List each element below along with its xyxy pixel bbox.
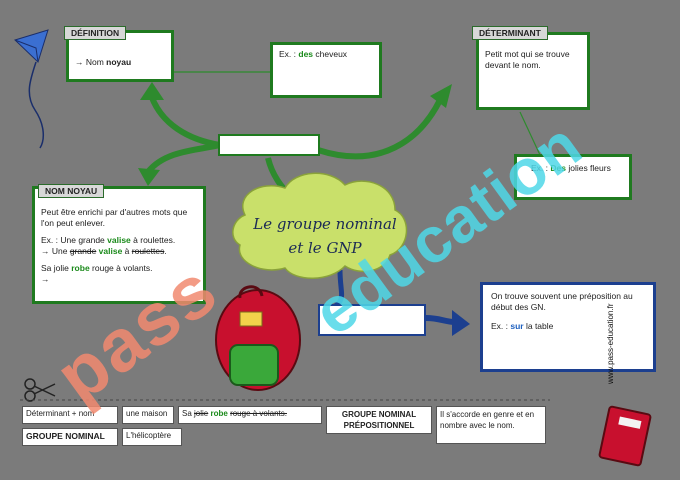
nom-noyau-example2: Sa jolie robe rouge à volants. [41,263,197,274]
paper-plane-icon [14,29,49,149]
example-top-prefix: Ex. : [279,49,299,59]
gnp-box: On trouve souvent une préposition au déb… [480,282,656,372]
nom-noyau-example: Ex. : Une grande valise à roulettes. [41,235,197,246]
scissors-icon [24,378,56,402]
nom-noyau-ex-prefix: Ex. : Une grande [41,235,108,245]
empty-answer-box-center [218,134,320,156]
nom-noyau-strike1: grande [69,246,97,256]
table-c3-strike1: jolie [194,409,209,418]
table-c3-strike2: rouge à volants. [230,409,287,418]
table-cell-une-maison: une maison [122,406,174,424]
example-top-rest: cheveux [313,49,348,59]
line-example-det [519,111,541,156]
nom-noyau-s2-rest: rouge à volants. [89,263,153,273]
table-cell-sa-robe: Sa jolie robe rouge à volants. [178,406,322,424]
nom-noyau-box: Peut être enrichi par d'autres mots que … [32,186,206,304]
example-top-box: Ex. : des cheveux [270,42,382,98]
branch-determinant [317,98,443,160]
center-title: Le groupe nominal et le GNP [240,212,410,260]
gnp-text: On trouve souvent une préposition au déb… [491,291,633,312]
branch-gnp-right [425,315,456,325]
center-title-line1: Le groupe nominal [253,215,397,233]
nom-noyau-ex-rest: à roulettes. [130,235,176,245]
branch-definition [147,91,221,148]
site-url: www.pass-education.fr [606,303,615,384]
table-c3-highlight: robe [210,409,228,418]
table-cell-det-nom: Déterminant + nom [22,406,118,424]
book-icon [598,405,652,467]
arrowhead-gnp [452,310,470,336]
arrowhead-nom-noyau [138,168,160,186]
definition-tag: DÉFINITION [64,26,127,40]
nom-noyau-reduced: → Une grande valise à roulettes. [41,246,197,257]
arrowhead-determinant [430,84,452,108]
gnp-ex-rest: la table [523,321,554,331]
gnp-ex-highlight: sur [510,321,524,331]
backpack-icon [215,285,301,391]
determinant-tag: DÉTERMINANT [472,26,548,40]
table-cell-gnp: GROUPE NOMINAL PRÉPOSITIONNEL [326,406,432,434]
table-cell-helicoptere: L'hélicoptère [122,428,182,446]
nom-noyau-last-arrow: → [41,274,50,284]
nom-noyau-s2-highlight: robe [71,263,90,273]
table-c3-a: Sa [182,409,195,418]
branch-nom-noyau [145,142,221,174]
nom-noyau-text: Peut être enrichi par d'autres mots que … [41,207,188,228]
center-title-line2: et le GNP [288,239,362,257]
nom-noyau-arrow-highlight: valise [98,246,123,256]
nom-noyau-s2-a: Sa jolie [41,263,72,273]
nom-noyau-arrow-b: à [122,246,132,256]
empty-answer-box-gnp [318,304,426,336]
gnp-example: Ex. : sur la table [491,321,645,332]
example-top-highlight: des [298,49,314,59]
table-cell-accord: Il s'accorde en genre et en nombre avec … [436,406,546,444]
definition-arrow: → Nom [75,57,107,67]
gnp-ex-prefix: Ex. : [491,321,511,331]
cloud-shape [232,172,408,279]
example-det-prefix: Ex. : [531,163,551,173]
nom-noyau-arrow-a: → Une [41,246,70,256]
example-det-rest: jolies fleurs [565,163,611,173]
table-cell-groupe-nominal: GROUPE NOMINAL [22,428,118,446]
example-det-box: Ex. : Des jolies fleurs [514,154,632,200]
nom-noyau-ex-highlight: valise [107,235,131,245]
determinant-text: Petit mot qui se trouve devant le nom. [485,49,570,70]
nom-noyau-arrow-end: . [164,246,167,256]
nom-noyau-tag: NOM NOYAU [38,184,105,198]
nom-noyau-strike2: roulettes [131,246,165,256]
arrowhead-definition [140,82,164,100]
determinant-box: Petit mot qui se trouve devant le nom. [476,32,590,110]
example-det-highlight: Des [550,163,566,173]
definition-bold: noyau [106,57,132,67]
